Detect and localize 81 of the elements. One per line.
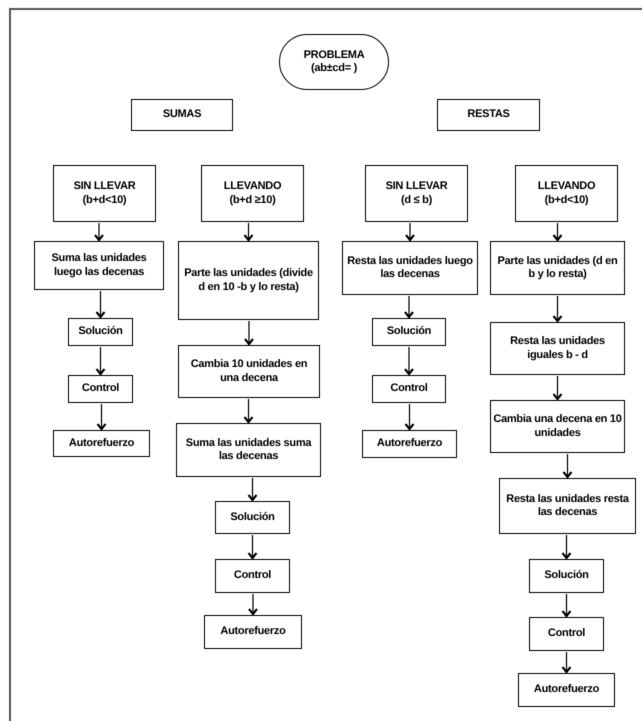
box-label: Control [232, 569, 272, 583]
process-box [178, 241, 319, 320]
box-label: Resta las unidades luego las decenas [346, 254, 474, 282]
box-label: Suma las unidades suma las decenas [184, 436, 312, 464]
process-box [204, 615, 302, 649]
box-label: Control [546, 627, 586, 641]
box-label: LLEVANDO [222, 180, 282, 194]
arrow [95, 291, 106, 318]
process-box [529, 559, 604, 593]
process-box [68, 318, 133, 346]
process-box [518, 673, 615, 707]
box-sublabel: (b+d<10) [544, 194, 590, 207]
arrow [95, 347, 106, 376]
process-box [215, 559, 290, 593]
box-label: Suma las unidades luego las decenas [50, 252, 148, 279]
process-box [53, 430, 150, 457]
process-box [490, 400, 625, 453]
process-box [372, 375, 446, 403]
arrow [247, 535, 258, 560]
arrow [552, 296, 563, 322]
arrow [243, 399, 254, 424]
process-box [178, 345, 320, 398]
box-label: Autorefuerzo [68, 436, 136, 450]
process-box [68, 375, 133, 403]
box-label: LLEVANDO [536, 180, 596, 194]
arrow [248, 594, 258, 616]
arrow [244, 321, 254, 346]
box-label: Solución [543, 569, 590, 583]
process-box [131, 99, 233, 131]
process-box [365, 165, 468, 222]
box-label: Cambia una decena en 10 unidades [492, 413, 623, 440]
box-label: SIN LLEVAR [384, 180, 448, 194]
box-label: Autorefuerzo [532, 683, 600, 697]
box-label: Control [80, 382, 120, 396]
box-label: SUMAS [162, 108, 202, 122]
box-label: Solución [229, 510, 276, 524]
arrow [561, 535, 572, 560]
process-box [499, 478, 636, 534]
process-box [372, 318, 446, 346]
box-label: Control [389, 382, 429, 396]
process-box [34, 241, 164, 290]
arrow [562, 454, 573, 478]
process-box [437, 99, 540, 131]
box-label: Resta las unidades resta las decenas [505, 492, 630, 520]
box-sublabel: (ab±cd= ) [310, 62, 358, 76]
box-label: Autorefuerzo [376, 437, 444, 451]
arrow [404, 296, 414, 318]
process-box [53, 165, 156, 222]
box-label: Parte las unidades (divide d en 10 -b y lo resta) [183, 267, 314, 294]
process-box [490, 322, 625, 375]
arrow [247, 478, 258, 502]
box-sublabel: (b+d<10) [82, 194, 128, 207]
arrow [552, 376, 563, 400]
box-label: Parte las unidades (d en b y lo resta) [496, 254, 618, 282]
box-label: Solución [77, 325, 124, 339]
arrow [404, 347, 414, 376]
box-label: PROBLEMA [302, 48, 366, 62]
process-box [515, 165, 618, 222]
process-box [215, 501, 290, 534]
arrow [552, 223, 563, 242]
arrow [96, 404, 107, 430]
box-label: SIN LLEVAR [72, 180, 136, 194]
box-label: Resta las unidades iguales b - d [509, 335, 606, 362]
box-sublabel: (d ≤ b) [400, 194, 433, 207]
arrow [243, 223, 254, 242]
box-label: RESTAS [466, 108, 511, 122]
arrow [94, 223, 104, 242]
arrow [404, 404, 415, 430]
process-box [342, 241, 478, 295]
process-box [490, 241, 625, 295]
box-label: Solución [386, 325, 432, 339]
process-box [529, 617, 604, 651]
process-box [362, 430, 457, 458]
process-box [201, 165, 304, 222]
arrow [404, 223, 416, 242]
process-box [176, 423, 321, 477]
arrow [561, 652, 572, 674]
arrow [561, 594, 572, 618]
box-label: Cambia 10 unidades en una decena [190, 358, 308, 385]
box-sublabel: (b+d ≥10) [228, 194, 277, 207]
box-label: Autorefuerzo [219, 625, 287, 639]
